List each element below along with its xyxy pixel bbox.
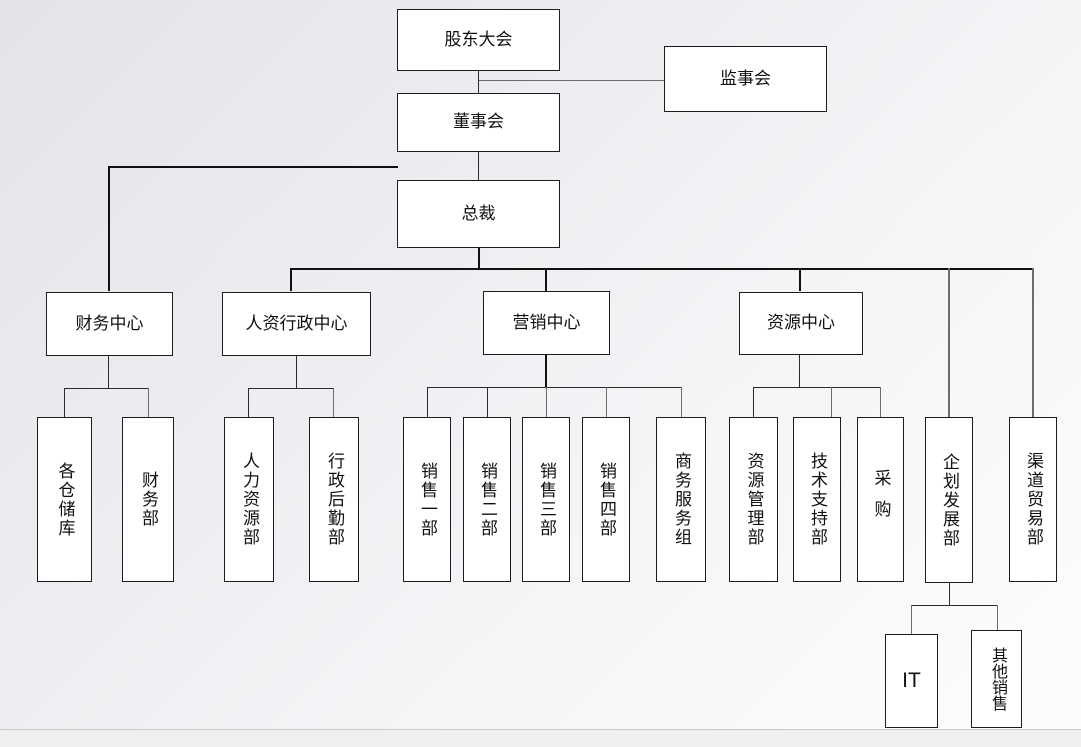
node-channel-trade-dept[interactable]: 渠道贸易部	[1009, 417, 1057, 582]
node-sales-dept-4[interactable]: 销售四部	[582, 417, 630, 582]
connector-drop-planning-development	[948, 268, 950, 417]
node-hr-dept[interactable]: 人力资源部	[224, 417, 274, 582]
node-business-service-group[interactable]: 商务服务组	[656, 417, 706, 582]
connector-drop-business-service	[681, 387, 682, 417]
connector-drop-resource-center	[799, 268, 801, 291]
node-label-hr-admin-center: 人资行政中心	[245, 313, 348, 333]
node-label-warehouses: 各仓储库	[55, 461, 75, 538]
node-label-sales-dept-3: 销售三部	[537, 461, 557, 538]
connector-drop-hr-dept	[248, 388, 249, 417]
connector-resource-center-drop	[799, 355, 800, 388]
connector-president-bus	[290, 268, 1034, 270]
connector-hr-children-bus	[248, 388, 334, 389]
node-president[interactable]: 总裁	[397, 180, 560, 248]
node-label-marketing-center: 营销中心	[512, 312, 581, 332]
connector-drop-it	[911, 605, 912, 634]
connector-drop-sales-2	[487, 387, 488, 417]
node-planning-development-dept[interactable]: 企划发展部	[925, 417, 973, 583]
node-board-of-directors[interactable]: 董事会	[397, 93, 560, 152]
connector-finance-children-bus	[64, 388, 149, 389]
connector-shareholders-to-directors	[478, 71, 479, 93]
node-tech-support-dept[interactable]: 技术支持部	[793, 417, 841, 582]
node-label-resource-management-dept: 资源管理部	[744, 452, 764, 547]
connector-drop-warehouses	[64, 388, 65, 417]
connector-president-drop	[478, 248, 480, 270]
node-warehouses[interactable]: 各仓储库	[37, 417, 92, 582]
node-label-resource-center: 资源中心	[767, 313, 835, 333]
connector-resource-children-bus	[753, 387, 881, 388]
node-board-of-supervisors[interactable]: 监事会	[664, 46, 827, 112]
connector-planning-drop	[949, 583, 950, 605]
node-label-planning-development-dept: 企划发展部	[940, 452, 960, 548]
node-label-sales-dept-2: 销售二部	[478, 461, 498, 538]
node-label-board-of-supervisors: 监事会	[720, 68, 771, 88]
node-label-sales-dept-4: 销售四部	[597, 461, 617, 538]
node-label-finance-center: 财务中心	[75, 313, 144, 333]
node-other-sales[interactable]: 其他销售	[971, 630, 1022, 728]
footer-divider	[0, 729, 1081, 747]
node-label-finance-dept: 财务部	[139, 471, 159, 528]
node-label-board-of-directors: 董事会	[453, 112, 504, 132]
node-label-purchasing: 采购	[871, 468, 891, 531]
node-purchasing[interactable]: 采购	[857, 417, 904, 582]
node-finance-dept[interactable]: 财务部	[122, 417, 174, 582]
connector-planning-children-bus	[911, 605, 998, 606]
node-finance-center[interactable]: 财务中心	[46, 292, 173, 356]
node-it[interactable]: IT	[885, 634, 938, 728]
node-hr-admin-center[interactable]: 人资行政中心	[222, 292, 371, 356]
node-sales-dept-3[interactable]: 销售三部	[522, 417, 570, 582]
connector-marketing-children-bus	[427, 387, 682, 388]
node-shareholders-meeting[interactable]: 股东大会	[397, 9, 560, 71]
node-resource-management-dept[interactable]: 资源管理部	[729, 417, 778, 582]
node-sales-dept-1[interactable]: 销售一部	[403, 417, 451, 582]
connector-hr-admin-center-drop	[296, 356, 297, 388]
connector-drop-sales-1	[427, 387, 428, 417]
connector-drop-admin-logistics-dept	[333, 388, 334, 417]
connector-marketing-center-drop	[545, 355, 547, 388]
connector-directors-bus-left	[108, 166, 398, 168]
node-label-president: 总裁	[461, 203, 496, 223]
connector-drop-resource-mgmt	[753, 387, 754, 417]
connector-drop-marketing-center	[545, 268, 547, 291]
connector-drop-tech-support	[831, 387, 832, 417]
connector-drop-hr-admin-center	[290, 268, 292, 291]
node-label-shareholders-meeting: 股东大会	[444, 29, 513, 49]
node-admin-logistics-dept[interactable]: 行政后勤部	[309, 417, 359, 582]
connector-drop-channel-trade	[1032, 268, 1034, 417]
node-resource-center[interactable]: 资源中心	[739, 292, 863, 355]
node-marketing-center[interactable]: 营销中心	[483, 291, 610, 355]
connector-directors-to-president	[478, 152, 479, 180]
node-label-sales-dept-1: 销售一部	[418, 461, 438, 538]
node-label-other-sales: 其他销售	[988, 647, 1006, 711]
connector-drop-purchasing	[880, 387, 881, 417]
node-label-admin-logistics-dept: 行政后勤部	[325, 452, 345, 547]
node-label-it: IT	[902, 668, 921, 692]
node-sales-dept-2[interactable]: 销售二部	[463, 417, 511, 582]
connector-drop-other-sales	[997, 605, 998, 634]
node-label-tech-support-dept: 技术支持部	[808, 452, 828, 547]
connector-shareholders-to-supervisors	[479, 80, 665, 81]
connector-finance-center-drop	[108, 356, 109, 388]
connector-drop-finance-dept	[148, 388, 149, 417]
connector-finance-center-riser	[108, 166, 110, 291]
connector-drop-sales-3	[546, 387, 547, 417]
node-label-hr-dept: 人力资源部	[240, 452, 260, 547]
connector-drop-sales-4	[606, 387, 607, 417]
node-label-channel-trade-dept: 渠道贸易部	[1024, 452, 1044, 547]
node-label-business-service-group: 商务服务组	[672, 452, 692, 547]
